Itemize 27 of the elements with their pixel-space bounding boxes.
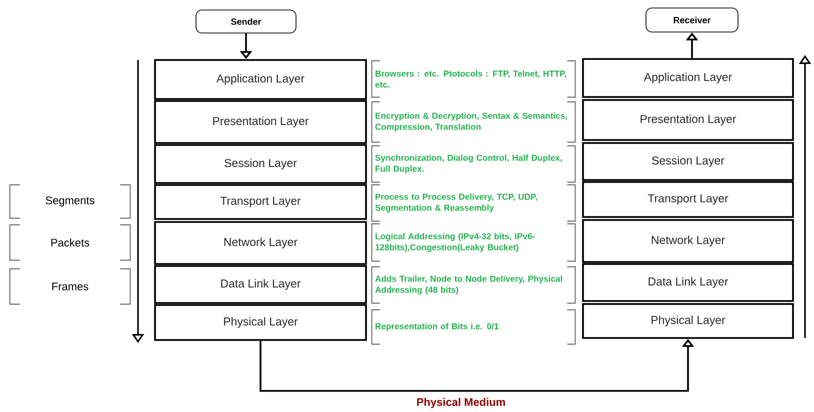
layer-box: Physical Layer xyxy=(154,304,367,341)
description-bracket: Synchronization, Dialog Control, Half Duplex, Full Duplex. xyxy=(371,145,576,183)
edge-label: Physical Medium xyxy=(417,398,505,408)
layer-box: Network Layer xyxy=(582,219,794,263)
description-bracket: Process to Process Delivery, TCP, UDP, Segmentation & Reassembly xyxy=(371,184,576,222)
terminal-box: Receiver xyxy=(646,8,738,32)
layer-box: Transport Layer xyxy=(154,184,367,220)
layer-box: Application Layer xyxy=(582,58,794,98)
layer-box: Application Layer xyxy=(154,59,367,100)
description-bracket: Browsers : etc. Ptotocols : FTP, Telnet, HTTP, etc. xyxy=(371,60,576,98)
layer-box: Network Layer xyxy=(154,221,367,265)
layer-box: Session Layer xyxy=(154,144,367,184)
data-unit-bracket: Packets xyxy=(9,224,131,261)
description-bracket: Encryption & Decryption, Sentax & Semantics, Compression, Translation xyxy=(371,101,576,143)
layer-box: Session Layer xyxy=(582,142,794,181)
layer-box: Data Link Layer xyxy=(154,265,367,304)
terminal-box: Sender xyxy=(196,10,296,34)
layer-box: Physical Layer xyxy=(582,303,794,339)
description-bracket: Representation of Bits i.e. 0/1 xyxy=(371,309,576,345)
description-bracket: Logical Addressing (IPv4-32 bits, IPv6-128bits),Congestion(Leaky Bucket) xyxy=(371,223,576,262)
layer-box: Transport Layer xyxy=(582,181,794,218)
layer-box: Presentation Layer xyxy=(582,99,794,141)
layer-box: Data Link Layer xyxy=(582,263,794,302)
data-unit-bracket: Frames xyxy=(9,268,131,305)
layer-box: Presentation Layer xyxy=(154,100,367,144)
description-bracket: Adds Trailer, Node to Node Delivery, Physical Addressing (48 bits) xyxy=(371,266,576,304)
data-unit-bracket: Segments xyxy=(9,184,131,219)
